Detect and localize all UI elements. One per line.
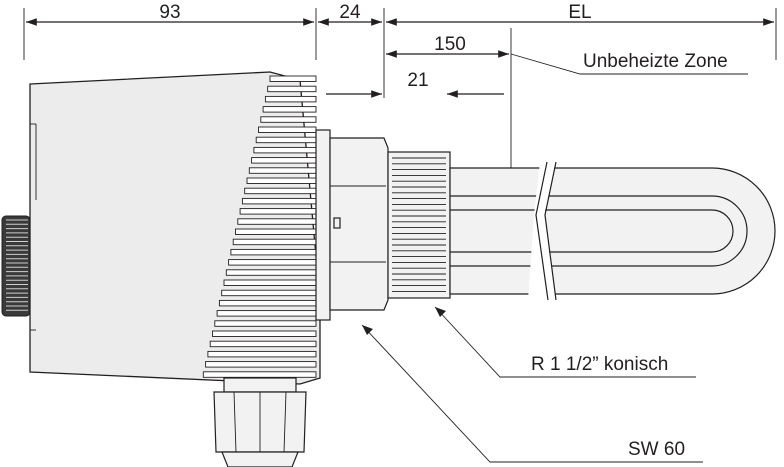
cooling-fin: [230, 248, 317, 256]
dim-flange-width: 24: [339, 2, 361, 23]
label-unheated-zone: Unbeheizte Zone: [583, 51, 728, 72]
cooling-fin: [225, 269, 317, 276]
cooling-fin: [232, 238, 317, 246]
cooling-fin: [248, 167, 317, 174]
cooling-fin: [237, 218, 317, 225]
cooling-fin: [212, 330, 317, 337]
cooling-fin: [228, 259, 317, 266]
threaded-connection: [387, 151, 451, 299]
cooling-fin: [258, 126, 317, 133]
dim-element-length: EL: [568, 2, 591, 23]
cooling-fin: [205, 361, 317, 368]
cooling-fin: [251, 157, 317, 164]
cooling-fins: [202, 75, 317, 378]
cooling-fin: [269, 75, 317, 82]
cooling-fin: [202, 371, 317, 378]
cooling-fin: [267, 85, 317, 93]
cooling-fin: [218, 299, 317, 307]
dim-thread-offset: 21: [407, 70, 428, 91]
cooling-fin: [255, 136, 317, 144]
cooling-fin: [262, 106, 317, 113]
cooling-fin: [221, 289, 317, 297]
cooling-fin: [209, 340, 317, 348]
dim-unheated-length: 150: [434, 34, 466, 55]
cooling-fin: [223, 279, 317, 286]
label-thread: R 1 1/2” konisch: [531, 354, 668, 375]
cooling-fin: [239, 208, 317, 215]
heating-element: [449, 161, 776, 301]
cable-gland: [213, 377, 307, 467]
cooling-fin: [214, 320, 317, 327]
flange: [315, 129, 389, 321]
cooling-fin: [260, 116, 317, 123]
leader-lines: [361, 53, 748, 463]
label-wrench-size: SW 60: [628, 439, 685, 460]
cooling-fin: [244, 187, 317, 195]
cooling-fin: [246, 177, 317, 184]
cooling-fin: [235, 228, 317, 235]
thermostat-knob: [1, 215, 31, 317]
cooling-fin: [253, 146, 317, 154]
cooling-fin: [207, 350, 317, 358]
dimension-lines: [23, 8, 777, 280]
dim-housing-width: 93: [159, 2, 180, 23]
cooling-fin: [241, 197, 317, 205]
cooling-fin: [216, 310, 317, 317]
cooling-fin: [264, 95, 317, 103]
